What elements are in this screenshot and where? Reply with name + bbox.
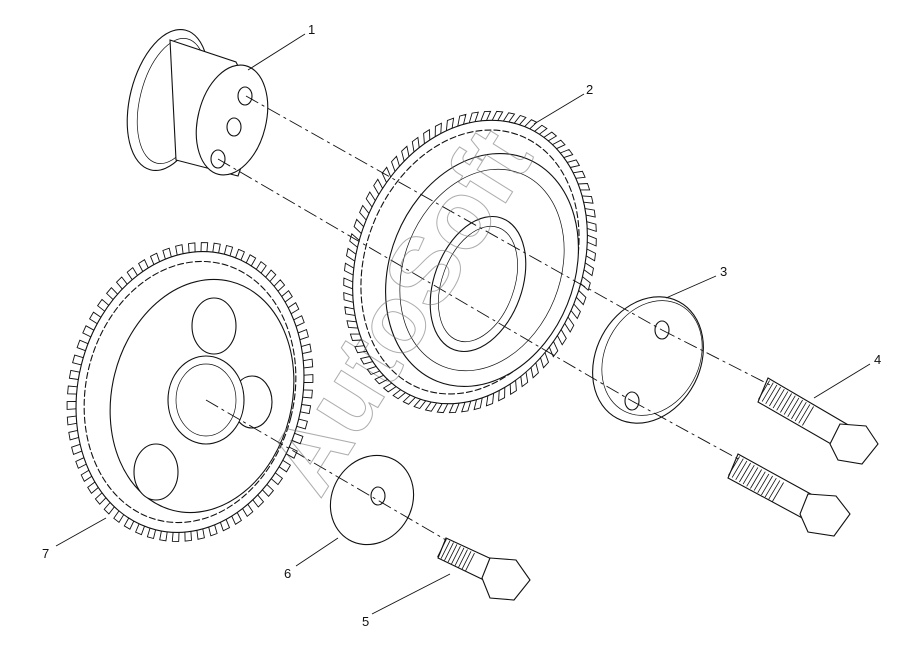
part-2-gear-teeth [343,110,597,414]
callout-6: 6 [284,566,291,581]
part-7-spur-gear [75,251,305,533]
part-1-hub [126,28,269,177]
callout-3: 3 [720,264,727,279]
generated-detail [66,110,814,572]
callout-4: 4 [874,352,881,367]
callout-2: 2 [586,82,593,97]
callout-7: 7 [42,546,49,561]
part-4-upper-thread [758,380,814,426]
callout-1: 1 [308,22,315,37]
part-2-helical-gear [352,119,588,405]
callout-5: 5 [362,614,369,629]
part-3-thrust-plate [592,296,704,424]
part-5-thread [437,538,475,572]
part-4-lower-thread [728,456,784,502]
part-4-bolts [727,377,879,537]
part-6-washer [329,454,415,546]
center-lines [205,95,771,541]
part-7-gear-teeth [66,242,314,542]
callout-leaders [55,33,871,615]
part-5-bolt [437,537,531,601]
